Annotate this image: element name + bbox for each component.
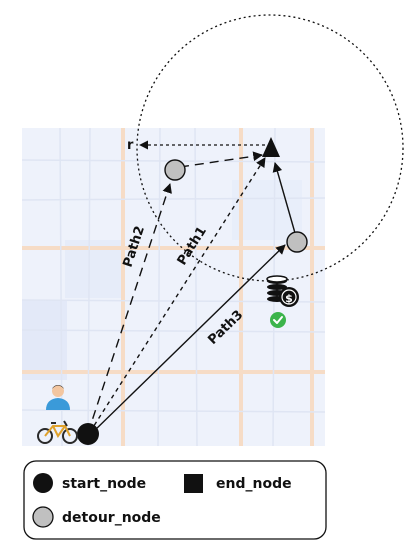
legend-start-node-label: start_node (62, 476, 146, 492)
end-node-marker (262, 137, 280, 157)
check-icon (270, 312, 286, 328)
legend-box (23, 460, 327, 540)
path3-line (91, 244, 286, 434)
path3-continuation-line (272, 162, 296, 234)
legend-end-node-icon (184, 474, 203, 493)
detour-node-b (286, 231, 308, 253)
person-icon (46, 385, 70, 410)
start-node (77, 423, 99, 445)
path2-line (87, 183, 172, 434)
detour-radius-circle (136, 14, 404, 282)
coins-icon: $ (266, 275, 299, 307)
detour-node-a (164, 159, 186, 181)
legend-end-node-label: end_node (216, 476, 292, 492)
svg-text:$: $ (285, 292, 293, 305)
legend-detour-node-icon (32, 506, 54, 528)
radius-label: r (127, 138, 134, 153)
bicycle-icon (37, 420, 78, 444)
legend-start-node-icon (33, 473, 53, 493)
path-lines (87, 151, 296, 434)
legend-detour-node-label: detour_node (62, 510, 161, 526)
legend: start_node end_node detour_node (23, 460, 327, 540)
path1-line (89, 157, 266, 433)
